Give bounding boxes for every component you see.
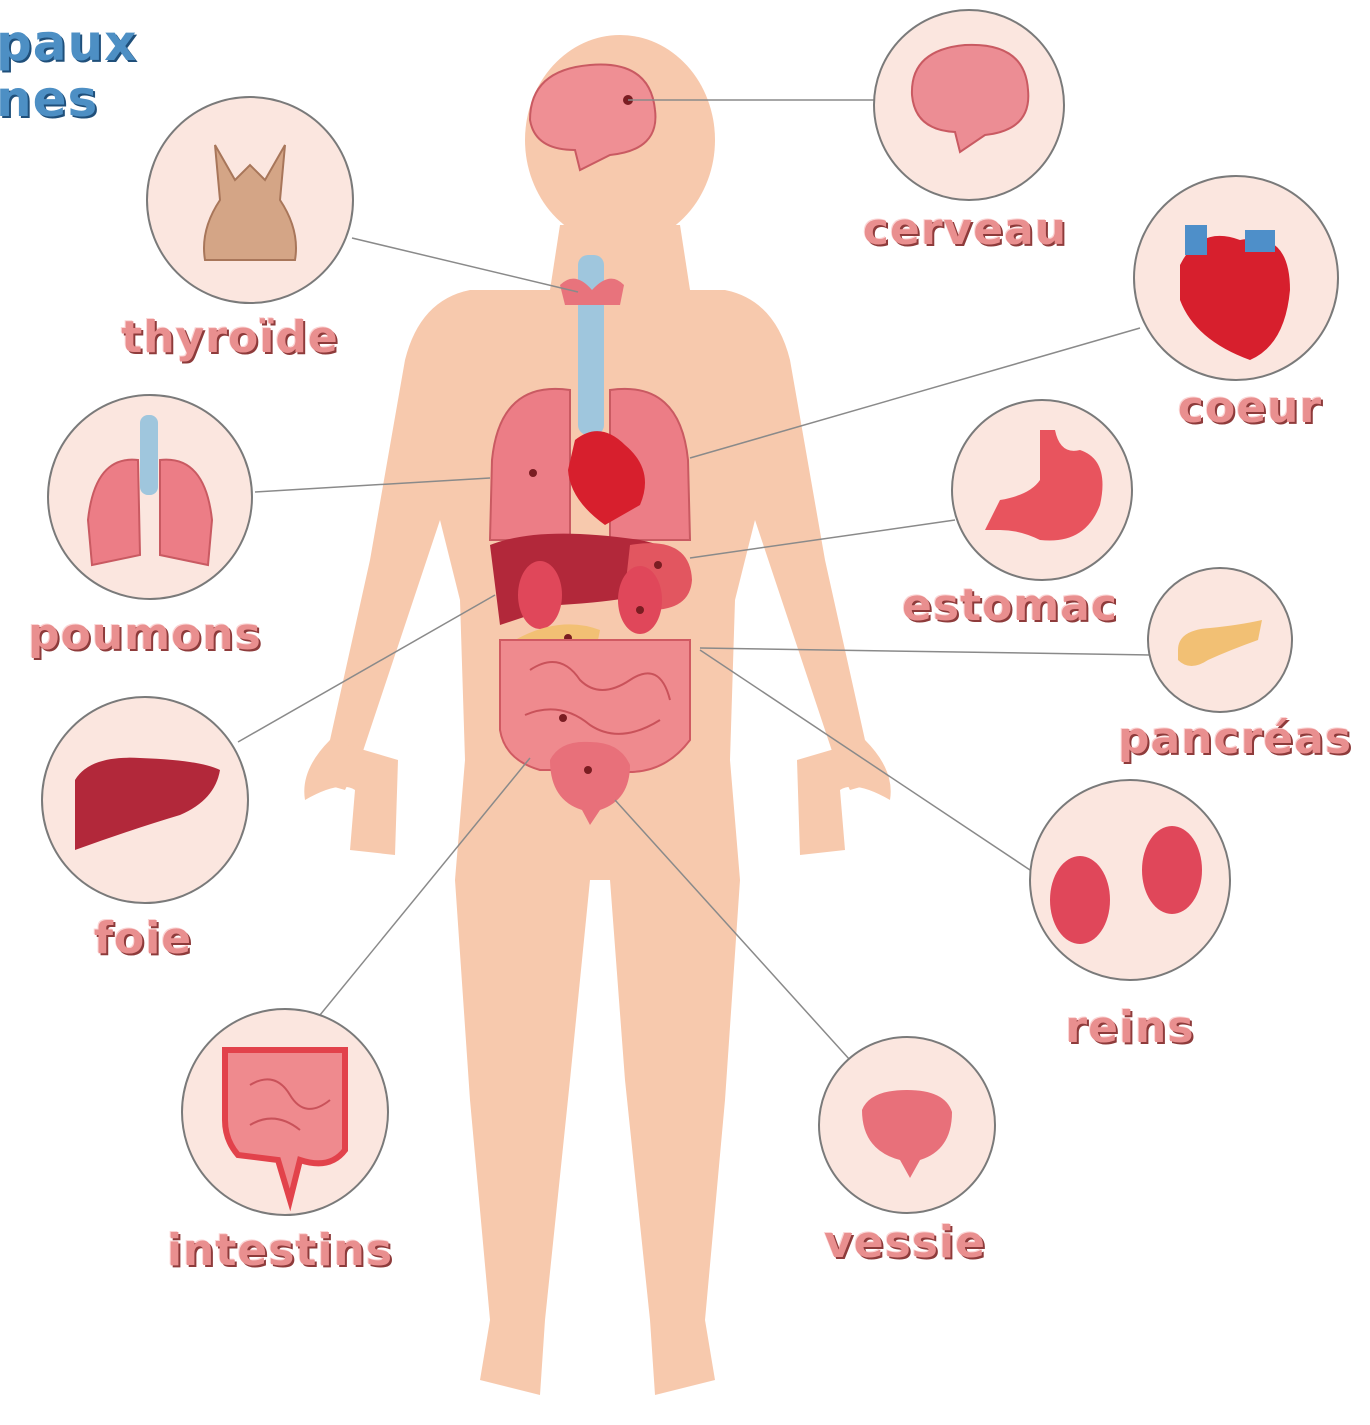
label-cerveau: cerveau	[863, 207, 1067, 253]
kidney-left-icon	[1050, 856, 1110, 944]
circle-cerveau	[874, 10, 1064, 200]
label-intestins: intestins	[167, 1228, 393, 1274]
circle-poumons	[48, 395, 252, 599]
circle-vessie	[819, 1037, 995, 1213]
label-thyroide: thyroïde	[121, 315, 338, 361]
label-reins: reins	[1065, 1005, 1194, 1051]
circle-estomac	[952, 400, 1132, 580]
label-poumons: poumons	[28, 612, 262, 658]
label-estomac: estomac	[902, 583, 1118, 629]
circle-reins	[1030, 780, 1230, 980]
circle-pancreas	[1148, 568, 1292, 712]
label-pancreas: pancréas	[1118, 716, 1352, 762]
kidney-right-icon	[1142, 826, 1202, 914]
circle-foie	[42, 697, 248, 903]
circle-coeur	[1134, 176, 1338, 380]
label-vessie: vessie	[824, 1220, 986, 1266]
label-coeur: coeur	[1178, 385, 1322, 431]
circle-thyroide	[147, 97, 353, 303]
circle-intestins	[182, 1009, 388, 1215]
label-foie: foie	[94, 916, 192, 962]
